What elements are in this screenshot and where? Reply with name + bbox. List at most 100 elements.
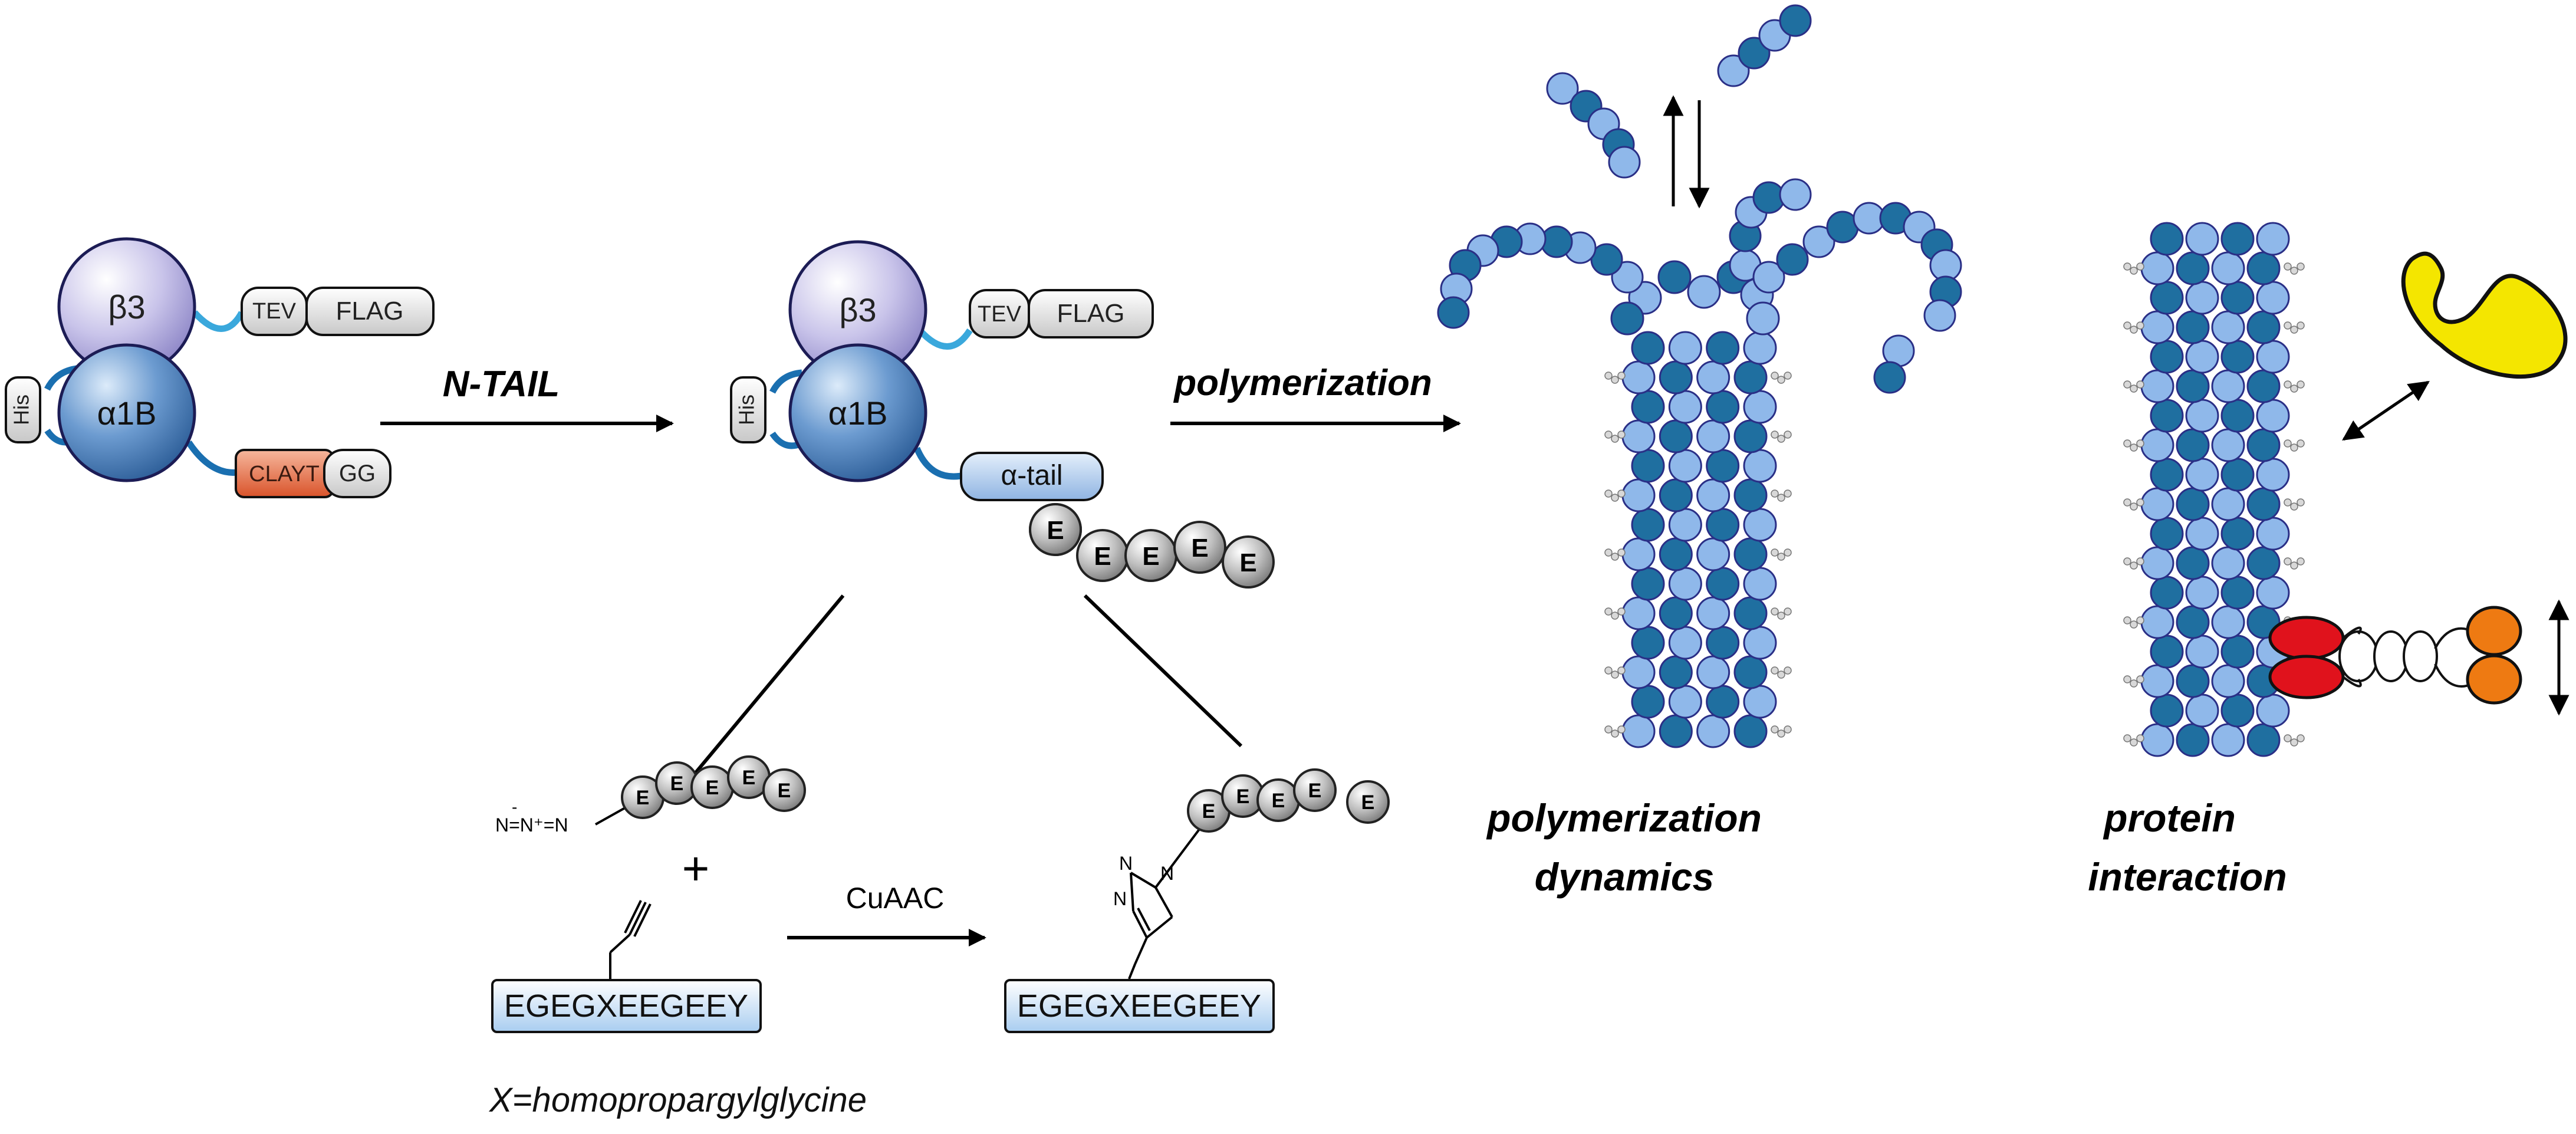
ee-tail-dot xyxy=(1771,372,1779,380)
ee-tail-dot xyxy=(1617,548,1626,557)
ee-tail-dot xyxy=(2130,561,2138,570)
tubulin-subunit xyxy=(2220,693,2255,728)
ee-tail-dot xyxy=(2290,384,2298,393)
tubulin-subunit xyxy=(1659,478,1693,512)
tubulin-subunit xyxy=(1733,596,1768,630)
tubulin-subunit xyxy=(1668,626,1702,660)
e-label: E xyxy=(742,767,756,789)
tubulin-subunit xyxy=(2211,546,2245,580)
ee-tail-dot xyxy=(1784,372,1792,380)
tubulin-subunit xyxy=(1717,54,1750,87)
glutamate-bead xyxy=(1173,521,1226,574)
interaction-arrow xyxy=(2342,380,2430,441)
tubulin-subunit xyxy=(2246,487,2281,521)
tubulin-subunit xyxy=(1437,296,1470,329)
tubulin-subunit xyxy=(2256,281,2290,315)
tubulin-subunit xyxy=(1631,508,1665,542)
tubulin-subunit xyxy=(2246,369,2281,403)
ee-tail-dot xyxy=(1777,435,1785,443)
tubulin-subunit xyxy=(2185,693,2219,728)
e-label: E xyxy=(1202,800,1216,823)
e-label: E xyxy=(1047,516,1064,545)
tubulin-subunit xyxy=(2211,664,2245,698)
tubulin-subunit xyxy=(2176,723,2210,757)
stalk-segment xyxy=(2403,630,2438,682)
tubulin-subunit xyxy=(2220,576,2255,610)
tubulin-subunit xyxy=(2150,281,2184,315)
product-glutamate-chain: E E E E E xyxy=(1187,768,1390,833)
tubulin-subunit xyxy=(1696,478,1731,512)
tubulin-subunit xyxy=(1621,478,1656,512)
e-label: E xyxy=(1272,790,1285,812)
ee-tail-dot xyxy=(2130,679,2138,688)
e-label: E xyxy=(670,773,684,795)
flag-label: FLAG xyxy=(336,297,404,326)
binding-protein-yellow xyxy=(2401,251,2568,379)
e-label: E xyxy=(1142,542,1159,571)
ee-tail-dot xyxy=(2123,439,2131,448)
tubulin-subunit xyxy=(2140,369,2174,403)
motor-head xyxy=(2268,616,2345,660)
ee-tail-dot xyxy=(1617,607,1626,616)
tubulin-subunit xyxy=(1733,714,1768,748)
ee-tail-dot xyxy=(1611,729,1619,738)
tubulin-subunit xyxy=(1621,655,1656,689)
linker-tev xyxy=(192,310,245,332)
tubulin-subunit xyxy=(2185,399,2219,433)
peptide-product xyxy=(1004,979,1275,1033)
tubulin-subunit xyxy=(1668,390,1702,424)
ee-tail-dot xyxy=(2136,321,2144,330)
tubulin-subunit xyxy=(1668,685,1702,719)
triazole-n3: N xyxy=(1160,863,1174,884)
zoom-line-right xyxy=(1083,594,1243,748)
alpha-tail-label: α-tail xyxy=(1001,460,1062,491)
e-label: E xyxy=(1094,542,1111,571)
tubulin-subunit xyxy=(1668,449,1702,483)
ee-tail-dot xyxy=(1611,612,1619,620)
tubulin-subunit xyxy=(1687,275,1721,309)
tubulin-subunit xyxy=(2150,693,2184,728)
alpha1b-label: α1B xyxy=(97,395,157,432)
tubulin-subunit xyxy=(2150,399,2184,433)
tubulin-subunit xyxy=(1706,626,1740,660)
ee-tail-dot xyxy=(1611,376,1619,384)
tubulin-subunit xyxy=(1706,390,1740,424)
tubulin-subunit xyxy=(2256,576,2290,610)
interaction-label-1: protein xyxy=(2103,796,2236,840)
ee-tail-dot xyxy=(1604,607,1613,616)
ee-tail-dot xyxy=(1777,612,1785,620)
tubulin-subunit xyxy=(1706,449,1740,483)
dynamics-label-2: dynamics xyxy=(1535,855,1714,899)
tubulin-subunit xyxy=(1631,449,1665,483)
tubulin-subunit xyxy=(2140,428,2174,462)
stalk-segment xyxy=(2338,630,2378,682)
ee-tail-dot xyxy=(1604,489,1613,498)
ee-tail-dot xyxy=(1784,489,1792,498)
ee-tail-dot xyxy=(1784,666,1792,675)
ee-tail-dot xyxy=(2284,557,2292,566)
construct-modified: β3 α1B His TEV FLAG α-tail E E E E E xyxy=(730,240,1275,589)
ee-tail-dot xyxy=(2130,738,2138,747)
cuaac-label: CuAAC xyxy=(846,882,945,915)
tubulin-subunit xyxy=(2140,310,2174,344)
ee-tail-dot xyxy=(2290,502,2298,511)
tubulin-subunit xyxy=(1608,146,1641,179)
tubulin-subunit xyxy=(2220,517,2255,551)
tubulin-subunit xyxy=(2150,222,2184,256)
ee-tail-dot xyxy=(2130,326,2138,334)
his-tag xyxy=(5,376,41,443)
ee-tail-dot xyxy=(2136,380,2144,389)
motor-protein xyxy=(2268,606,2522,705)
ee-tail-dot xyxy=(2284,439,2292,448)
ee-tail-dot xyxy=(2136,675,2144,683)
ee-tail-dot xyxy=(1617,372,1626,380)
ee-tail-dot xyxy=(2123,498,2131,507)
tubulin-subunit xyxy=(1696,419,1731,453)
ee-tail-dot xyxy=(2284,380,2292,389)
beta3-label-2: β3 xyxy=(839,291,876,328)
tubulin-subunit xyxy=(2140,546,2174,580)
ee-tail-dot xyxy=(2123,321,2131,330)
ee-tail-dot xyxy=(2123,262,2131,271)
tubulin-subunit xyxy=(2140,487,2174,521)
